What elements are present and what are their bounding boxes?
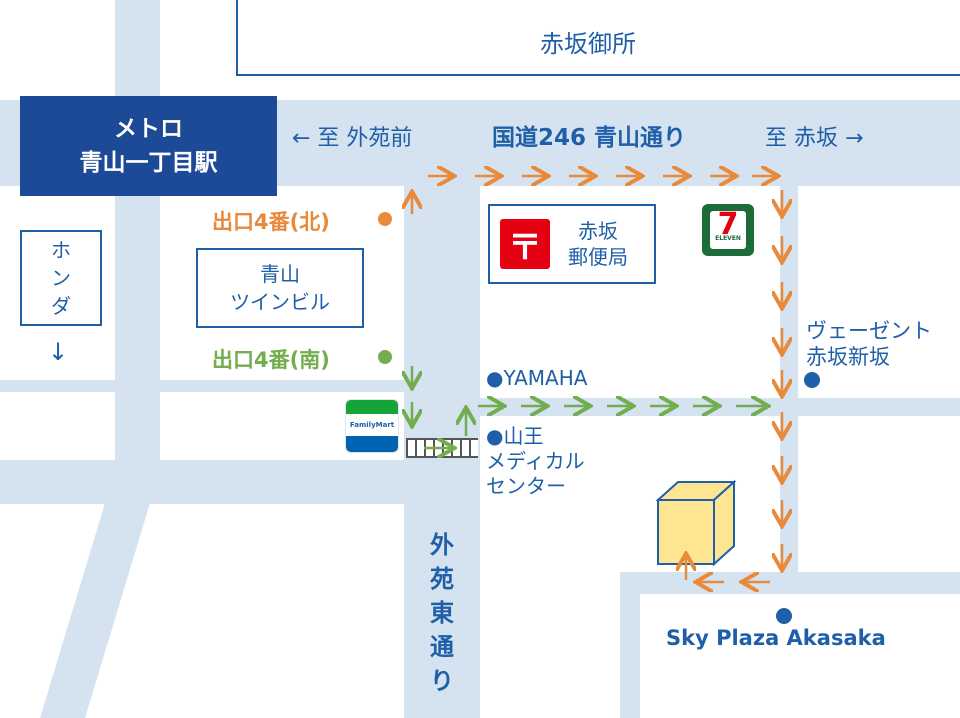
seven-eleven-text: ELEVEN [715,235,741,242]
sky-plaza-dot [776,608,792,624]
vergent-label: ヴェーゼント 赤坂新坂 [806,318,932,370]
seven-eleven-seven: 7 [717,207,739,242]
exit-south-dot [378,350,392,364]
honda-char-3: ダ [51,294,71,318]
road-lower-horizontal [0,460,480,504]
yamaha-label: ●YAMAHA [486,366,588,390]
exit-south-label: 出口4番(南) [212,348,330,372]
route-center-label: 国道246 青山通り [492,125,687,151]
gaien-char-3: 東 [430,599,454,627]
familymart-text: FamilyMart [349,421,395,429]
route-left-label: ← 至 外苑前 [292,126,413,151]
aoyama-twin-line1: 青山 [260,262,300,286]
aoyama-twin-line2: ツインビル [230,290,330,314]
honda-box: ホ ン ダ [20,230,102,326]
road-mid-horizontal [0,380,404,392]
post-office-icon: 〒 [500,219,550,269]
vergent-line2: 赤坂新坂 [806,345,890,369]
gaien-char-5: り [430,667,454,695]
post-office-text: 赤坂 郵便局 [568,218,628,270]
akasaka-palace-label: 赤坂御所 [540,30,636,58]
familymart-icon: FamilyMart [346,400,398,452]
station-line2: 青山一丁目駅 [79,150,218,176]
road-vertical-left [115,0,160,480]
sanno-line3: センター [486,474,566,498]
honda-char-1: ホ [51,238,71,262]
sanno-line1: ●山王 [486,424,544,448]
station-line1: メトロ [114,116,183,142]
sanno-line2: メディカル [486,449,585,473]
exit-north-dot [378,212,392,226]
akasaka-palace-area [236,0,960,76]
gaien-street-label: 外 苑 東 通 り [428,528,456,698]
vergent-dot [804,372,820,388]
post-office-line2: 郵便局 [568,245,628,269]
aoyama-twin-box: 青山 ツインビル [196,248,364,328]
road-bottom-vertical [620,572,640,718]
sanno-label: ●山王 メディカル センター [486,424,585,499]
post-office-line1: 赤坂 [578,219,618,243]
gaien-char-2: 苑 [430,565,454,593]
seven-eleven-icon: 7 ELEVEN [702,204,754,256]
gaien-char-4: 通 [430,633,454,661]
gaien-char-1: 外 [430,531,454,559]
post-office-box: 〒 赤坂 郵便局 [488,204,656,284]
exit-north-label: 出口4番(北) [212,210,330,234]
metro-station-box: メトロ 青山一丁目駅 [20,96,277,196]
honda-char-2: ン [51,266,71,290]
route-right-label: 至 赤坂 → [765,126,864,151]
sky-plaza-building [655,479,737,567]
sky-plaza-label: Sky Plaza Akasaka [666,626,886,650]
vergent-line1: ヴェーゼント [806,319,932,343]
honda-arrow: ↓ [48,338,69,366]
